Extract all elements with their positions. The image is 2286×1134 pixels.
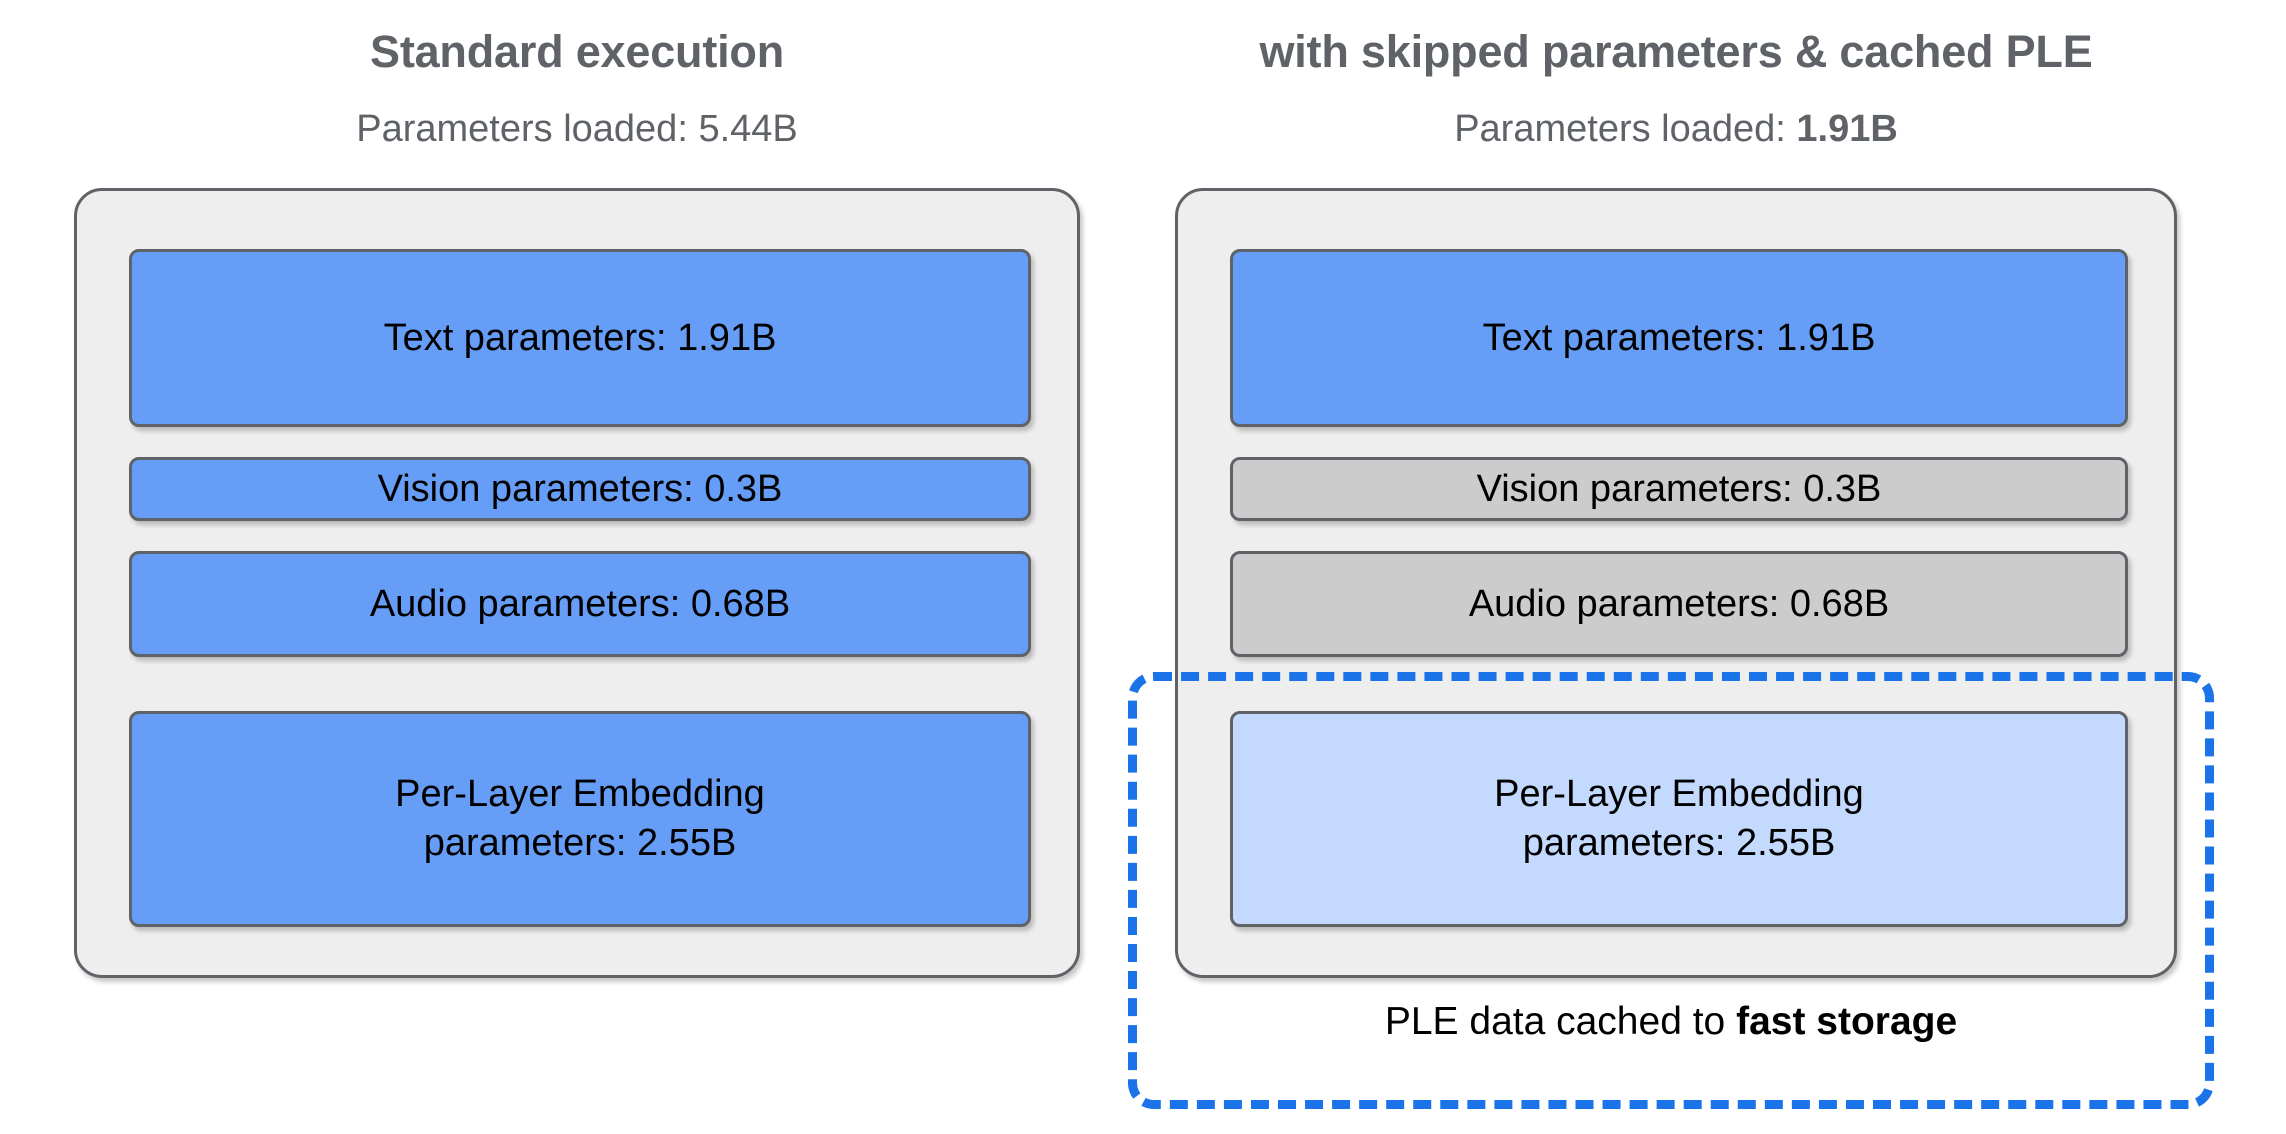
column-subtitle-optimized: Parameters loaded: 1.91B <box>1175 108 2177 151</box>
subtitle-value-optimized: 1.91B <box>1796 108 1898 150</box>
param-block-label: Vision parameters: 0.3B <box>1476 467 1882 510</box>
param-block-text-standard[interactable]: Text parameters: 1.91B <box>129 249 1031 427</box>
param-block-audio-optimized[interactable]: Audio parameters: 0.68B <box>1230 551 2128 657</box>
param-block-label: Per-Layer Embedding parameters: 2.55B <box>1484 770 1874 867</box>
param-block-label-line1: Per-Layer Embedding <box>1494 773 1864 816</box>
subtitle-prefix-optimized: Parameters loaded: <box>1454 108 1797 150</box>
param-block-label: Per-Layer Embedding parameters: 2.55B <box>385 770 775 867</box>
model-panel-optimized: Text parameters: 1.91B Vision parameters… <box>1175 188 2177 978</box>
column-subtitle-standard: Parameters loaded: 5.44B <box>74 108 1080 151</box>
cache-caption-prefix: PLE data cached to <box>1384 1000 1737 1043</box>
param-block-ple-standard[interactable]: Per-Layer Embedding parameters: 2.55B <box>129 711 1031 927</box>
param-block-text-optimized[interactable]: Text parameters: 1.91B <box>1230 249 2128 427</box>
model-panel-standard: Text parameters: 1.91B Vision parameters… <box>74 188 1080 978</box>
param-block-label-line1: Per-Layer Embedding <box>395 773 765 816</box>
param-block-label: Text parameters: 1.91B <box>383 316 777 359</box>
param-block-label: Text parameters: 1.91B <box>1482 316 1876 359</box>
param-block-label-line2: parameters: 2.55B <box>423 822 737 864</box>
column-title-optimized: with skipped parameters & cached PLE <box>1259 26 2093 77</box>
param-block-label: Vision parameters: 0.3B <box>377 467 783 510</box>
param-block-label: Audio parameters: 0.68B <box>369 582 791 625</box>
param-block-audio-standard[interactable]: Audio parameters: 0.68B <box>129 551 1031 657</box>
cached-ple-caption: PLE data cached to fast storage <box>1128 1000 2214 1044</box>
column-title-standard: Standard execution <box>370 26 784 77</box>
param-block-label-line2: parameters: 2.55B <box>1522 822 1836 864</box>
subtitle-value-standard: 5.44B <box>698 108 798 150</box>
cache-caption-strong: fast storage <box>1736 1000 1958 1043</box>
subtitle-prefix-standard: Parameters loaded: <box>356 108 699 150</box>
param-block-vision-standard[interactable]: Vision parameters: 0.3B <box>129 457 1031 521</box>
param-block-ple-optimized[interactable]: Per-Layer Embedding parameters: 2.55B <box>1230 711 2128 927</box>
param-block-label: Audio parameters: 0.68B <box>1468 582 1890 625</box>
param-block-vision-optimized[interactable]: Vision parameters: 0.3B <box>1230 457 2128 521</box>
